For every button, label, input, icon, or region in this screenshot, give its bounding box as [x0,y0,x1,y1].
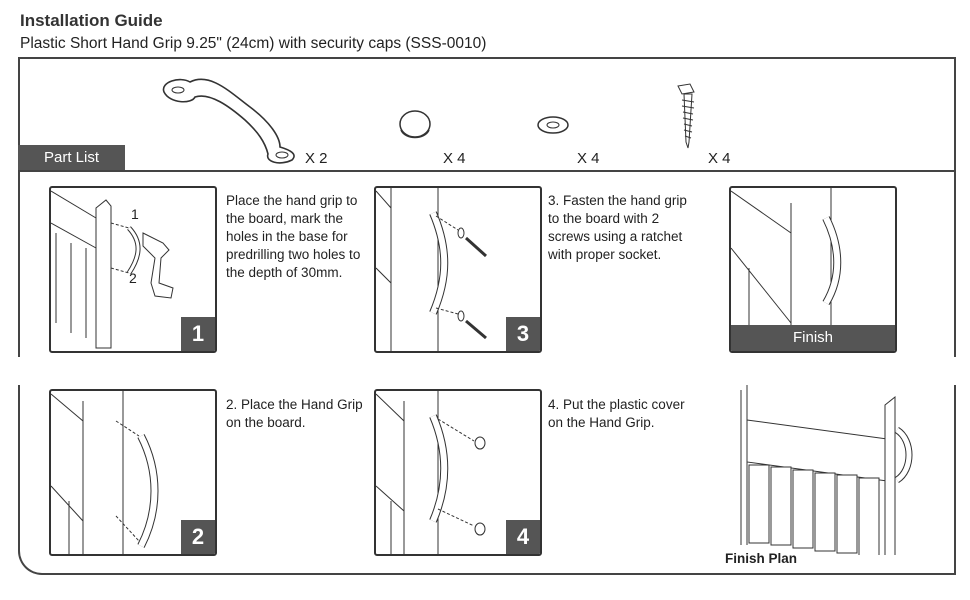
step-2-text: 2. Place the Hand Grip on the board. [226,397,363,430]
frame-left-top [18,57,20,170]
part-qty-hand-grip: X 2 [305,150,328,167]
washer-icon [537,116,569,134]
finish-plan-illustration [740,385,913,555]
step-1-illustration [51,190,174,349]
finish-plan-label: Finish Plan [725,551,798,566]
finish-panel: Finish [729,186,897,353]
step-4-panel: 4 [374,389,542,556]
frame-right-bottom [954,385,956,575]
step-4-illustration [376,391,486,554]
screw-icon [677,83,695,149]
part-qty-washer: X 4 [577,150,600,167]
step-2-badge: 2 [181,520,215,554]
part-list-divider [18,170,956,172]
frame-top [18,57,956,59]
step-3-text: 3. Fasten the hand grip to the board wit… [548,193,687,262]
part-qty-cap: X 4 [443,150,466,167]
page-title: Installation Guide [20,11,163,30]
hand-grip-icon [162,78,295,164]
step-4-text: 4. Put the plastic cover on the Hand Gri… [548,397,685,430]
frame-left-mid [18,172,20,357]
step-3-panel: 3 [374,186,542,353]
step-2-illustration [51,391,159,554]
step-2-panel: 2 [49,389,217,556]
step-3-badge: 3 [506,317,540,351]
page-subtitle: Plastic Short Hand Grip 9.25" (24cm) wit… [20,35,487,52]
frame-right-top [954,57,956,357]
step-1-text: Place the hand grip to the board, mark t… [226,193,361,280]
part-qty-screw: X 4 [708,150,731,167]
hole-label-1: 1 [131,206,139,222]
step-1-panel: 1 2 1 [49,186,217,353]
finish-label: Finish [731,325,895,351]
frame-bottom [18,385,956,575]
step-1-badge: 1 [181,317,215,351]
cap-icon [399,110,431,139]
part-list-tab: Part List [18,145,125,170]
hole-label-2: 2 [129,270,137,286]
step-3-illustration [376,188,488,351]
step-4-badge: 4 [506,520,540,554]
